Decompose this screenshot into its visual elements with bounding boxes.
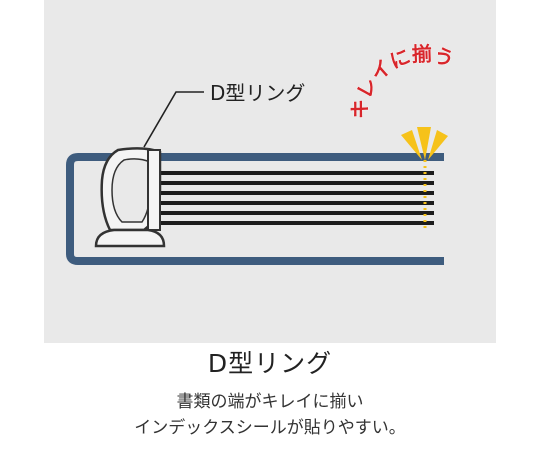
callout-leader <box>143 91 204 148</box>
paper-sheet-line <box>114 191 434 195</box>
paper-sheet-line <box>114 181 434 185</box>
callout-label: D型リング <box>210 81 305 105</box>
d-ring-inner <box>111 158 151 223</box>
binder-diagram: D型リング キレイに揃う <box>66 41 457 265</box>
d-ring-base <box>94 228 166 248</box>
paper-sheet-line <box>114 211 434 215</box>
binder-cover <box>66 153 444 265</box>
burst-ray <box>401 130 422 160</box>
highlight-label: キレイに揃う <box>346 42 457 121</box>
caption-line-2: インデックスシールが貼りやすい。 <box>134 418 406 438</box>
burst-ray <box>417 127 431 160</box>
caption-title: D型リング <box>207 349 333 378</box>
paper-stack <box>114 171 434 225</box>
burst-ray <box>428 130 448 160</box>
highlight-burst <box>401 127 448 160</box>
caption-line-1: 書類の端がキレイに揃い <box>176 392 364 412</box>
paper-sheet-line <box>114 221 434 225</box>
paper-sheet-line <box>114 171 434 175</box>
d-ring <box>94 147 166 248</box>
paper-sheet-line <box>114 201 434 205</box>
d-ring-post <box>147 149 161 231</box>
